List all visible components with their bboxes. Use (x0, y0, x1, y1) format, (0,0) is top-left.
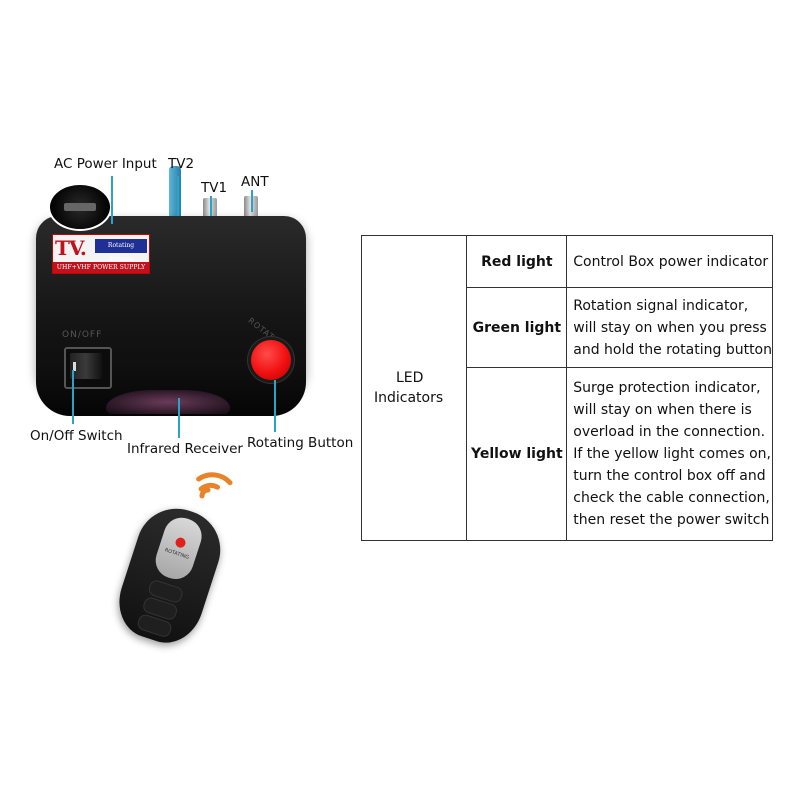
ac-power-input-inset (48, 183, 112, 231)
leader-rotating-button (274, 380, 276, 432)
yellow-light-description: Surge protection indicator, will stay on… (566, 367, 773, 541)
label-tv2: TV2 (168, 156, 195, 172)
led-group-label-line2: Indicators (374, 390, 444, 406)
description-line: overload in the connection. (573, 424, 766, 441)
leader-tv2 (177, 176, 179, 216)
label-on-off-switch: On/Off Switch (30, 428, 123, 444)
remote-control: ROTATING (109, 498, 231, 652)
description-line: and hold the rotating button (573, 341, 772, 358)
description-line: will stay on when there is (573, 402, 752, 419)
led-group-cell: LED Indicators (360, 235, 468, 541)
label-infrared-receiver: Infrared Receiver (127, 441, 243, 457)
leader-tv1 (210, 196, 212, 216)
leader-on-off (72, 370, 74, 424)
yellow-light-name: Yellow light (466, 367, 568, 541)
label-ant: ANT (241, 174, 269, 190)
leader-ac-power (111, 176, 113, 224)
switch-engraving: ON/OFF (62, 330, 103, 340)
description-line: turn the control box off and (573, 468, 766, 485)
label-rotating-button: Rotating Button (247, 435, 354, 451)
description-line: If the yellow light comes on, (573, 446, 771, 463)
green-light-description: Rotation signal indicator, will stay on … (566, 287, 773, 369)
brand-sticker: TV. Rotating Antenna UHF+VHF POWER SUPPL… (52, 234, 150, 274)
red-light-description: Control Box power indicator (566, 234, 773, 289)
power-socket-icon (64, 203, 96, 211)
green-light-name: Green light (466, 287, 568, 369)
tv2-cable (169, 166, 181, 222)
description-line: check the cable connection, (573, 490, 770, 507)
description-line: Surge protection indicator, (573, 380, 761, 397)
description-line: then reset the power switch (573, 512, 770, 529)
leader-infrared (178, 398, 180, 438)
led-indicators-table: LED Indicators Red light Control Box pow… (360, 234, 773, 541)
description-line: will stay on when you press (573, 319, 767, 336)
remote-rotate-button[interactable] (174, 536, 187, 549)
sticker-rotating-text: Rotating Antenna (95, 239, 147, 263)
rotating-button[interactable] (251, 340, 291, 380)
label-ac-power-input: AC Power Input (54, 156, 157, 172)
remote-label: ROTATING (163, 547, 190, 561)
label-tv1: TV1 (201, 180, 228, 196)
description-line: Control Box power indicator (573, 253, 769, 270)
infrared-receiver-window (106, 390, 230, 414)
wireless-signal-icon (196, 472, 233, 499)
description-line: Rotation signal indicator, (573, 297, 749, 314)
led-group-label-line1: LED (396, 370, 424, 386)
switch-indicator-mark (73, 362, 76, 371)
table-row: Green light Rotation signal indicator, w… (362, 287, 773, 369)
table-row: LED Indicators Red light Control Box pow… (360, 234, 773, 541)
red-light-name: Red light (466, 234, 568, 289)
leader-ant (251, 190, 253, 212)
remote-face-panel: ROTATING (151, 513, 207, 584)
table-row: Yellow light Surge protection indicator,… (362, 367, 773, 541)
sticker-supply-text: UHF+VHF POWER SUPPLY (53, 262, 149, 273)
sticker-tv-text: TV. (55, 236, 87, 260)
